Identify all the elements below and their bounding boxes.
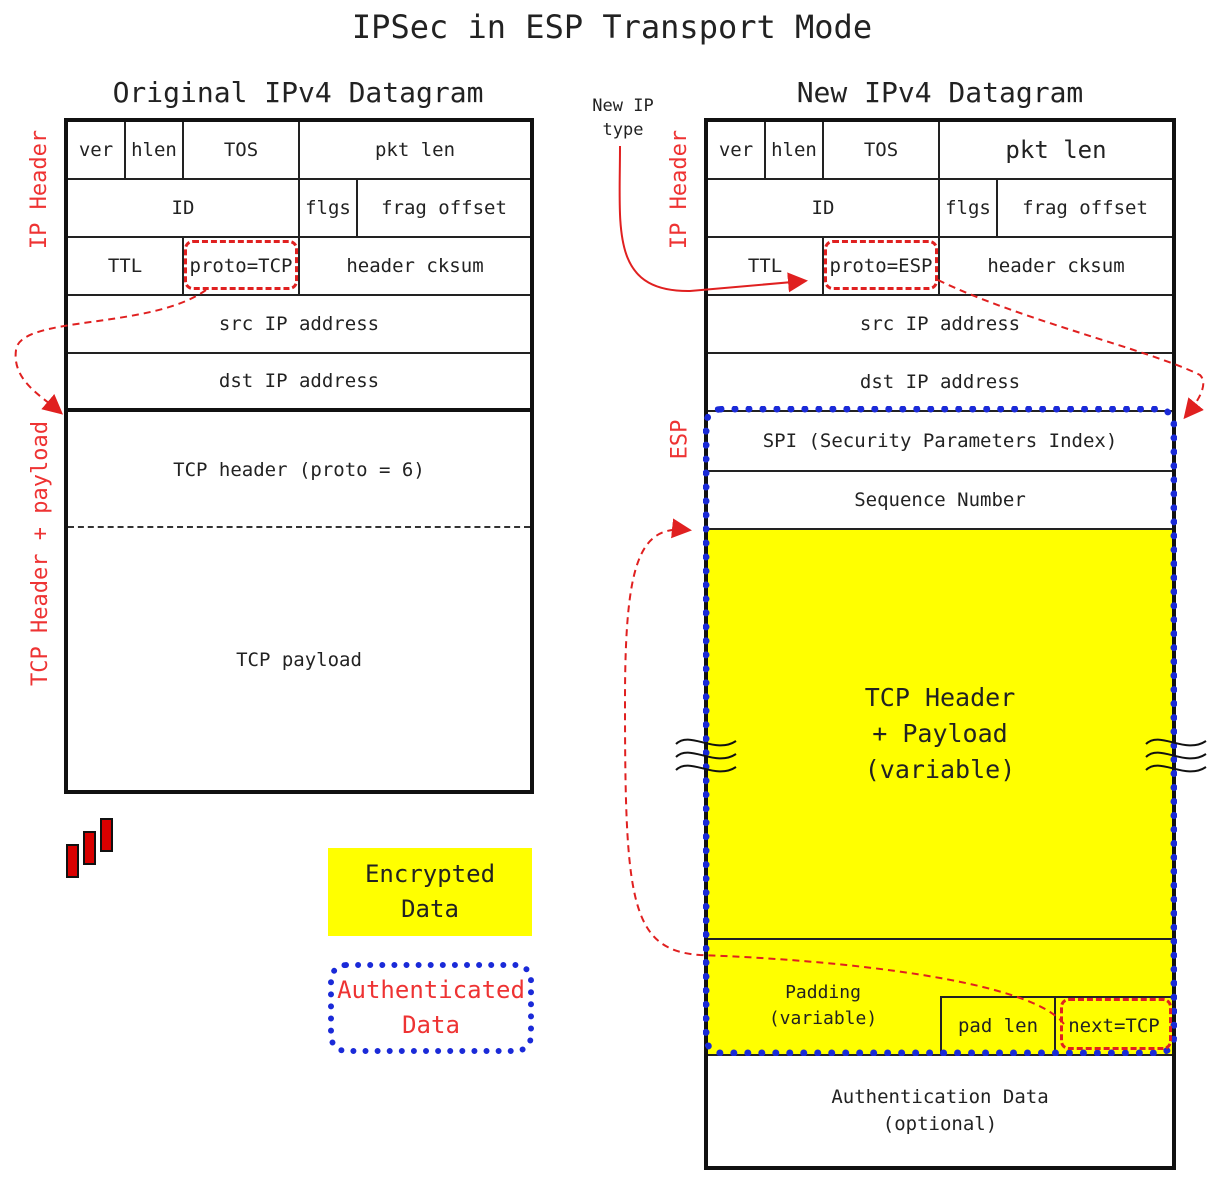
logo-bar-1: [66, 844, 79, 878]
new-proto-highlight: [824, 240, 938, 290]
orig-dst-ip: dst IP address: [68, 354, 530, 412]
new-datagram-title: New IPv4 Datagram: [796, 76, 1084, 109]
new-header-cksum: header cksum: [940, 238, 1172, 296]
new-src-ip: src IP address: [708, 296, 1172, 354]
new-tos: TOS: [824, 122, 940, 180]
original-ip-header-label: IP Header: [27, 129, 53, 249]
esp-authenticated-boundary: [703, 406, 1177, 1056]
new-esp-label: ESP: [667, 419, 693, 459]
orig-ver: ver: [68, 122, 126, 180]
new-pkt-len: pkt len: [940, 122, 1172, 180]
new-frag-offset: frag offset: [998, 180, 1172, 238]
original-datagram-title: Original IPv4 Datagram: [112, 76, 484, 109]
new-ip-type-line2: type: [602, 120, 644, 140]
legend-encrypted-line2: Data: [401, 895, 459, 923]
new-next-highlight: [1060, 998, 1172, 1050]
original-datagram: ver hlen TOS pkt len ID flgs frag offset…: [64, 118, 534, 794]
new-dst-ip: dst IP address: [708, 354, 1172, 412]
orig-tos: TOS: [184, 122, 300, 180]
orig-proto: proto=TCP: [184, 238, 300, 296]
diagram-title: IPSec in ESP Transport Mode: [351, 8, 873, 46]
new-id: ID: [708, 180, 940, 238]
orig-pkt-len: pkt len: [300, 122, 530, 180]
legend-authenticated-line1: Authenticated: [337, 976, 525, 1004]
legend-authenticated-line2: Data: [402, 1011, 460, 1039]
new-ip-type-line1: New IP: [592, 96, 654, 116]
new-ip-header-label: IP Header: [667, 129, 693, 249]
orig-flgs: flgs: [300, 180, 358, 238]
orig-header-cksum: header cksum: [300, 238, 530, 296]
new-authentication-data: Authentication Data (optional): [708, 1056, 1172, 1166]
new-auth-line1: Authentication Data: [831, 1086, 1049, 1108]
new-proto: proto=ESP: [824, 238, 940, 296]
logo-bar-3: [100, 818, 113, 852]
new-auth-line2: (optional): [882, 1113, 998, 1135]
new-ttl: TTL: [708, 238, 824, 296]
orig-hlen: hlen: [126, 122, 184, 180]
new-ver: ver: [708, 122, 766, 180]
new-next-header: next=TCP: [1056, 996, 1172, 1054]
orig-proto-highlight: [184, 240, 298, 290]
orig-ttl: TTL: [68, 238, 184, 296]
orig-tcp-header: TCP header (proto = 6): [68, 414, 530, 528]
orig-src-ip: src IP address: [68, 296, 530, 354]
new-spi: SPI (Security Parameters Index): [708, 412, 1172, 472]
legend-encrypted-line1: Encrypted: [364, 860, 496, 888]
orig-frag-offset: frag offset: [358, 180, 530, 238]
original-tcp-label: TCP Header + payload: [27, 420, 53, 686]
new-flgs: flgs: [940, 180, 998, 238]
new-hlen: hlen: [766, 122, 824, 180]
logo-bar-2: [83, 831, 96, 865]
orig-id: ID: [68, 180, 300, 238]
new-ip-type-annotation: New IP type: [580, 94, 666, 142]
orig-tcp-payload: TCP payload: [236, 649, 362, 671]
